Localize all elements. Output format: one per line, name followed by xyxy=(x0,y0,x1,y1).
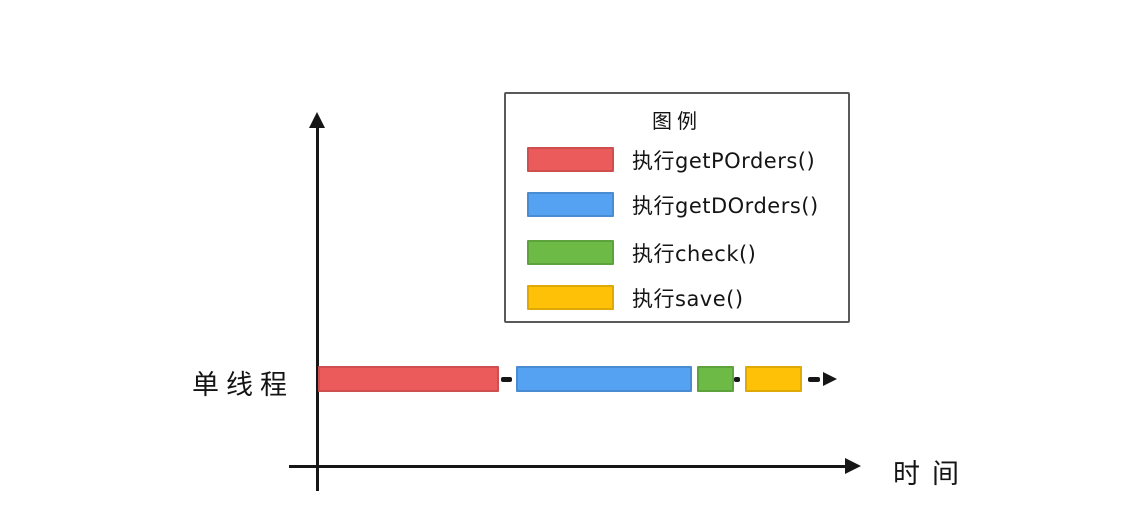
legend-item-save: 执行save() xyxy=(527,285,744,311)
connector-dash xyxy=(734,377,740,382)
legend-title: 图例 xyxy=(652,109,702,133)
connector-dash xyxy=(808,377,820,382)
thread-label: 单线程 xyxy=(192,370,294,401)
connector-dash xyxy=(501,377,512,382)
legend-item-label: 执行getPOrders() xyxy=(632,148,816,173)
timeline-arrowhead-icon xyxy=(823,372,837,386)
y-axis-line xyxy=(316,126,319,491)
legend-item-getdorders: 执行getDOrders() xyxy=(527,192,819,218)
legend-swatch-green xyxy=(527,240,614,265)
legend-item-label: 执行check() xyxy=(632,241,757,266)
timeline-segment-getdorders xyxy=(516,366,692,392)
x-axis-arrowhead-icon xyxy=(845,458,861,474)
legend-item-label: 执行save() xyxy=(632,286,744,311)
x-axis-line xyxy=(289,465,846,468)
legend-box: 图例 执行getPOrders() 执行getDOrders() 执行check… xyxy=(504,92,850,323)
timeline-segment-save xyxy=(745,366,802,392)
legend-swatch-yellow xyxy=(527,285,614,310)
timeline-segment-check xyxy=(697,366,734,392)
legend-item-label: 执行getDOrders() xyxy=(632,193,819,218)
timeline-segment-getporders xyxy=(318,366,499,392)
legend-swatch-red xyxy=(527,147,614,172)
legend-swatch-blue xyxy=(527,192,614,217)
legend-item-getporders: 执行getPOrders() xyxy=(527,147,816,173)
legend-item-check: 执行check() xyxy=(527,240,757,266)
x-axis-label: 时间 xyxy=(893,459,971,490)
y-axis-arrowhead-icon xyxy=(309,112,325,128)
